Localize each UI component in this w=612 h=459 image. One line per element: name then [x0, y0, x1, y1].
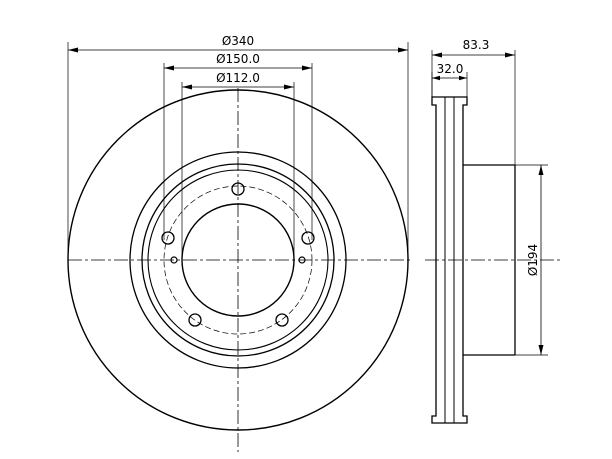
- dim-label-overall-height: 83.3: [463, 38, 490, 52]
- dim-83-arrow-left: [432, 52, 442, 58]
- friction-ring-inner-circle: [129, 151, 347, 369]
- bolt-hole-upper-left: [161, 231, 175, 245]
- friction-ring-outline: [431, 96, 468, 424]
- bolt-hole-upper-right: [301, 231, 315, 245]
- hat-outer-circle: [141, 163, 335, 357]
- dim-label-outer-diameter: Ø340: [222, 34, 254, 48]
- dim-340-arrow-left: [68, 47, 78, 53]
- dim-150-arrow-right: [302, 65, 312, 71]
- dim-194-arrow-bottom: [538, 345, 544, 355]
- locating-hole-left: [170, 256, 178, 264]
- dim-150-arrow-left: [164, 65, 174, 71]
- locating-hole-right: [298, 256, 306, 264]
- dim-label-hat-diameter: Ø194: [526, 244, 540, 276]
- bolt-hole-lower-left: [188, 313, 202, 327]
- dim-112-arrow-right: [284, 84, 294, 90]
- dim-83-arrow-right: [505, 52, 515, 58]
- front-view: [67, 88, 412, 452]
- dim-32-arrow-right: [459, 75, 467, 81]
- dim-label-center-bore: Ø112.0: [216, 71, 260, 85]
- dim-194-arrow-top: [538, 165, 544, 175]
- bolt-hole-top: [231, 182, 245, 196]
- side-view: [425, 96, 560, 424]
- dim-label-disc-thickness: 32.0: [437, 62, 464, 76]
- bolt-circle: [163, 185, 313, 335]
- dim-340-arrow-right: [398, 47, 408, 53]
- dim-112-arrow-left: [182, 84, 192, 90]
- dim-label-bolt-circle: Ø150.0: [216, 52, 260, 66]
- front-dimensions: [67, 42, 409, 260]
- dim-32-arrow-left: [432, 75, 440, 81]
- hat-step-circle: [147, 169, 329, 351]
- bolt-hole-lower-right: [275, 313, 289, 327]
- side-dimensions: [431, 50, 548, 356]
